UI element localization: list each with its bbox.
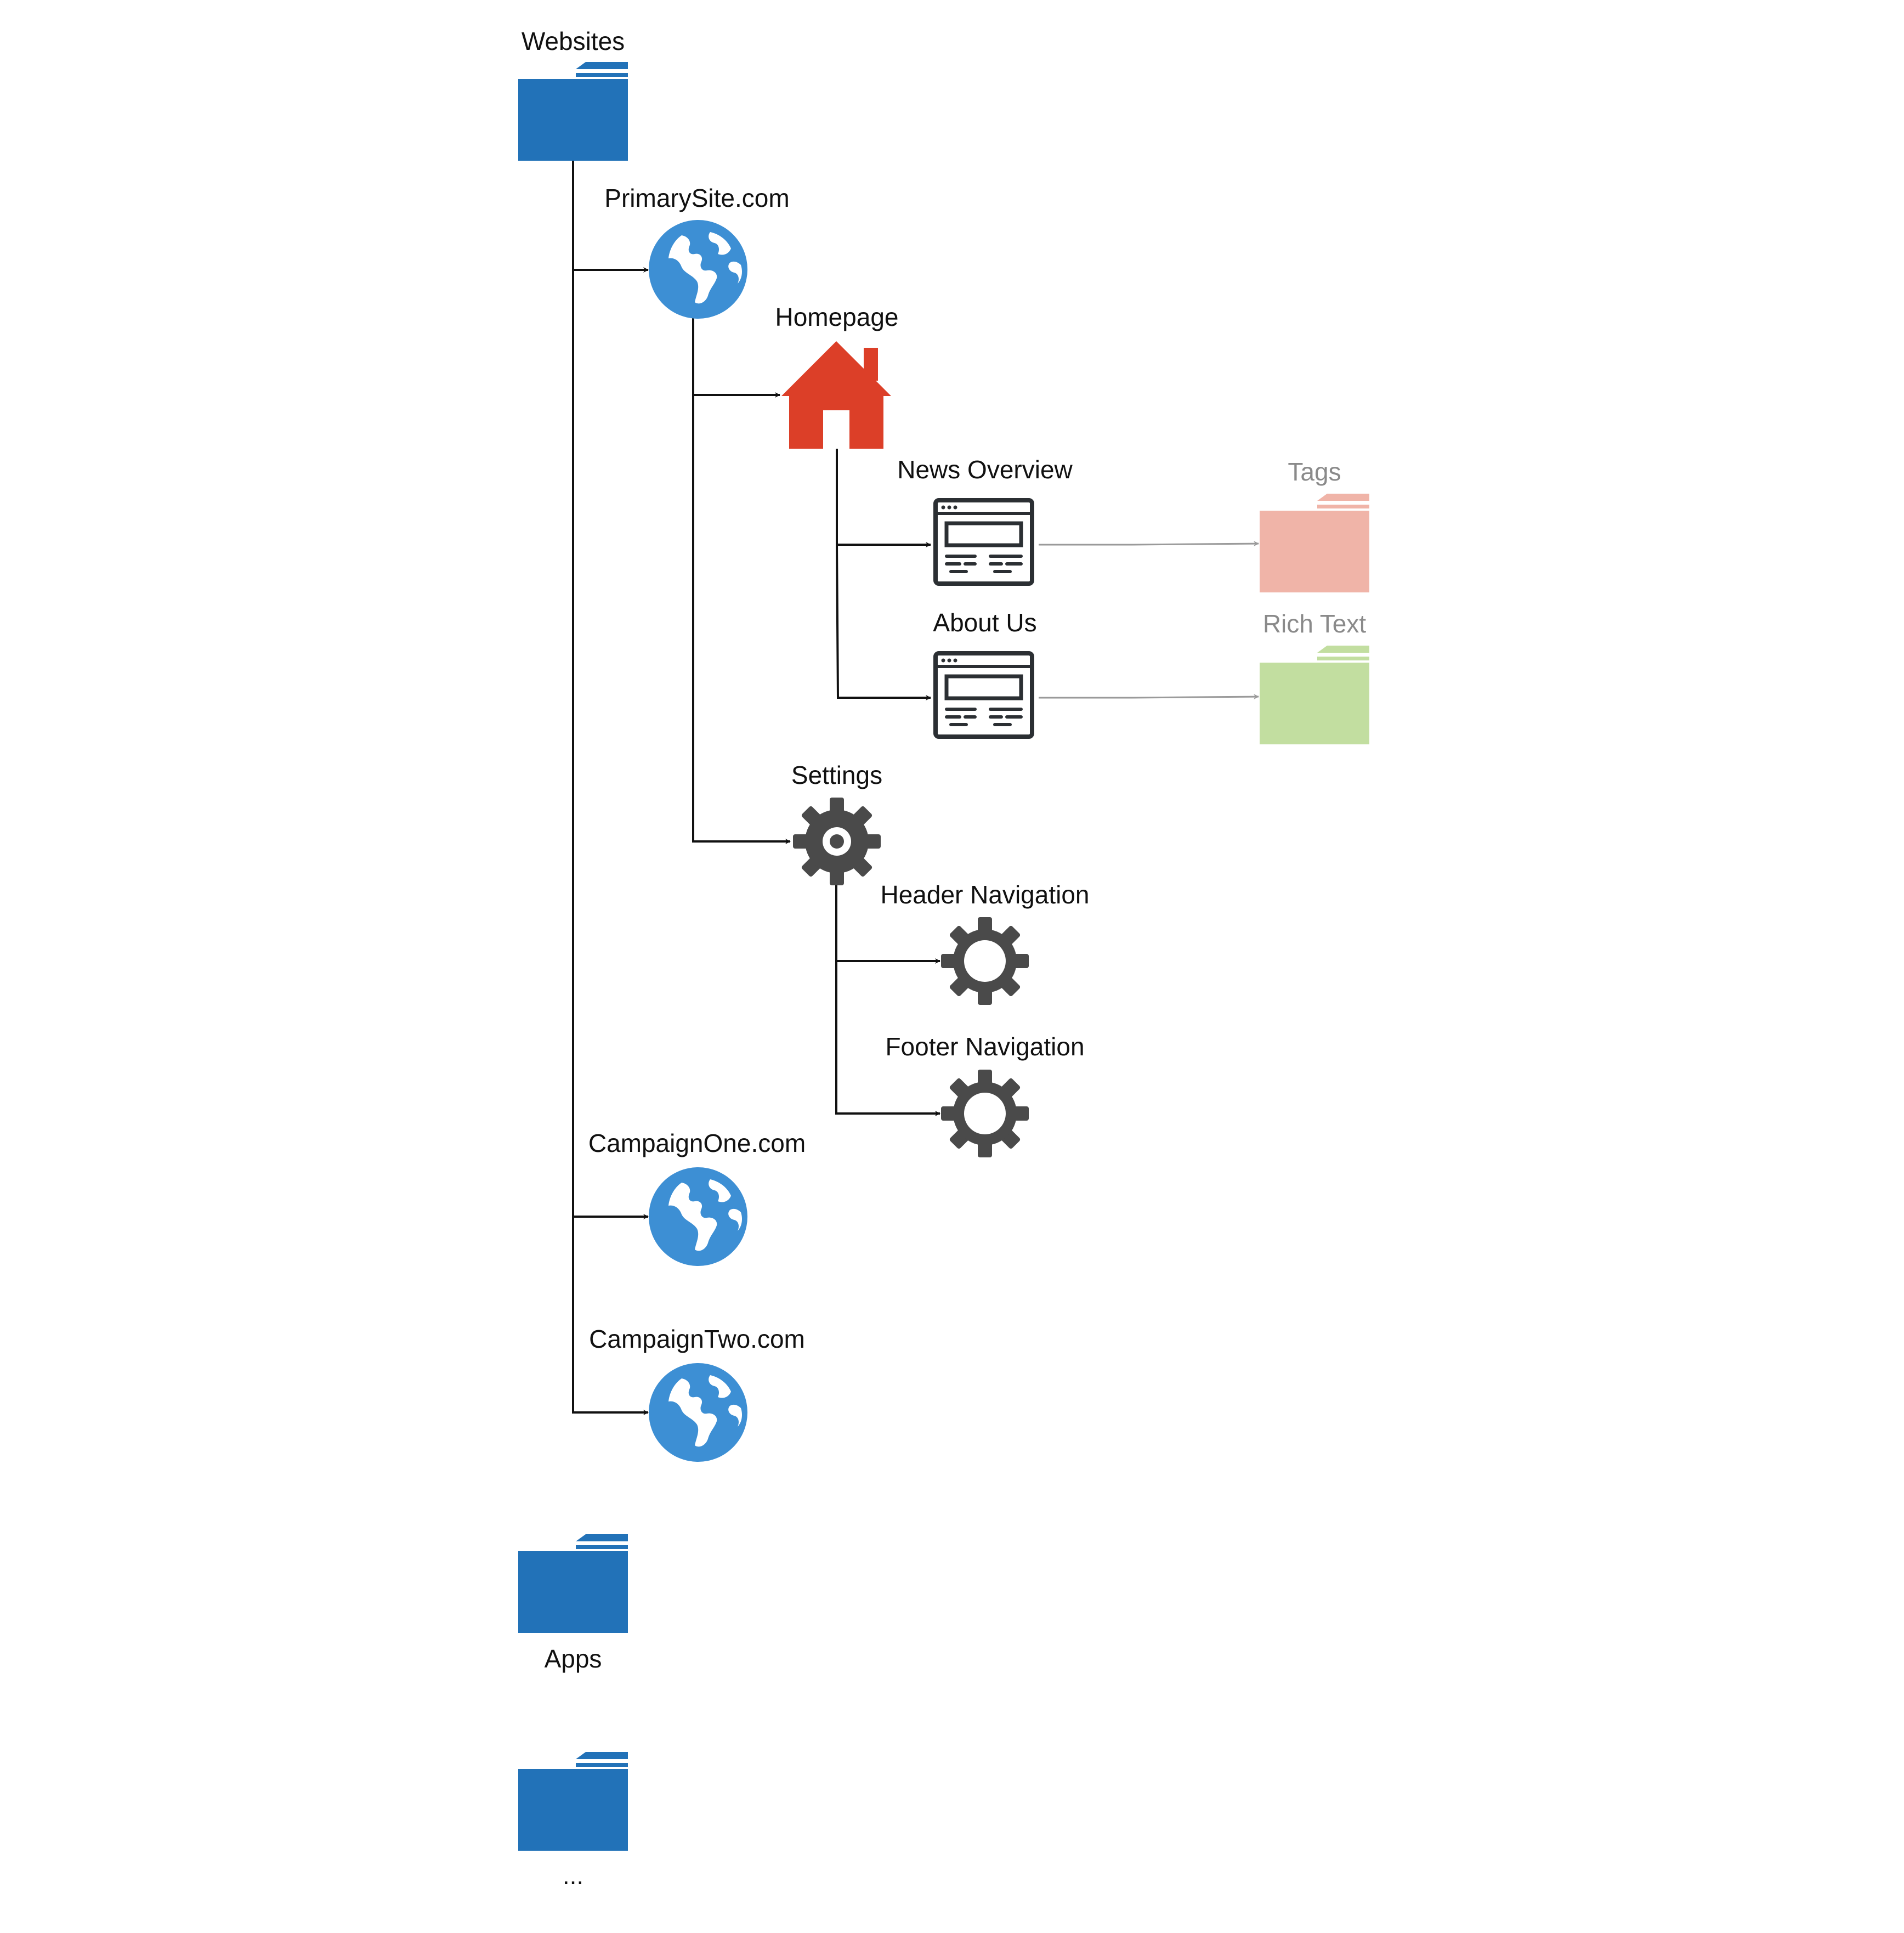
edge-homepage-about-us <box>836 544 931 700</box>
gear-hole <box>964 940 1006 982</box>
settings-label: Settings <box>791 761 882 789</box>
more-label: ... <box>563 1861 583 1890</box>
news-overview-label: News Overview <box>897 455 1073 484</box>
node-footer-navigation[interactable]: Footer Navigation <box>885 1032 1085 1157</box>
node-primarysite[interactable]: PrimarySite.com <box>604 184 790 319</box>
campaigntwo-label: CampaignTwo.com <box>589 1325 805 1353</box>
home-icon <box>781 341 891 449</box>
gear-center <box>830 834 844 849</box>
node-campaignone[interactable]: CampaignOne.com <box>588 1129 806 1266</box>
rich-text-label: Rich Text <box>1263 609 1367 638</box>
edge-websites-primarysite <box>572 161 649 273</box>
globe-icon <box>649 220 747 319</box>
node-tags[interactable]: Tags <box>1260 457 1369 592</box>
homepage-label: Homepage <box>775 303 898 331</box>
edge-websites-campaigntwo <box>572 1217 649 1415</box>
folder-icon <box>518 1752 628 1851</box>
node-header-navigation[interactable]: Header Navigation <box>880 880 1090 1005</box>
globe-icon <box>649 1167 747 1266</box>
edge-news-overview-tags <box>1039 541 1259 547</box>
globe-icon <box>649 1363 747 1462</box>
edge-primarysite-settings <box>692 395 791 844</box>
node-more[interactable]: ... <box>518 1752 628 1890</box>
apps-label: Apps <box>545 1644 602 1673</box>
footer-navigation-label: Footer Navigation <box>885 1032 1084 1061</box>
node-rich-text[interactable]: Rich Text <box>1260 609 1369 744</box>
folder-icon <box>1260 646 1369 744</box>
node-news-overview[interactable]: News Overview <box>897 455 1073 586</box>
node-homepage[interactable]: Homepage <box>775 303 899 449</box>
edge-about-us-rich-text <box>1039 694 1259 700</box>
edge-settings-footer-navigation <box>835 961 940 1116</box>
gear-hole <box>964 1093 1006 1134</box>
tags-label: Tags <box>1288 457 1341 486</box>
edge-websites-campaignone <box>572 270 649 1219</box>
edge-primarysite-homepage <box>692 315 780 398</box>
connectors <box>572 161 1259 1415</box>
node-settings[interactable]: Settings <box>791 761 882 885</box>
folder-icon <box>518 1534 628 1633</box>
webpage-icon <box>933 651 1034 739</box>
node-websites[interactable]: Websites <box>518 27 628 161</box>
folder-icon <box>1260 494 1369 592</box>
websites-label: Websites <box>522 27 625 55</box>
header-navigation-label: Header Navigation <box>880 880 1089 909</box>
node-about-us[interactable]: About Us <box>933 608 1037 739</box>
node-campaigntwo[interactable]: CampaignTwo.com <box>589 1325 805 1462</box>
webpage-icon <box>933 498 1034 586</box>
campaignone-label: CampaignOne.com <box>588 1129 806 1157</box>
folder-icon <box>518 62 628 161</box>
primarysite-label: PrimarySite.com <box>604 184 789 212</box>
about-us-label: About Us <box>933 608 1036 637</box>
node-apps[interactable]: Apps <box>518 1534 628 1673</box>
